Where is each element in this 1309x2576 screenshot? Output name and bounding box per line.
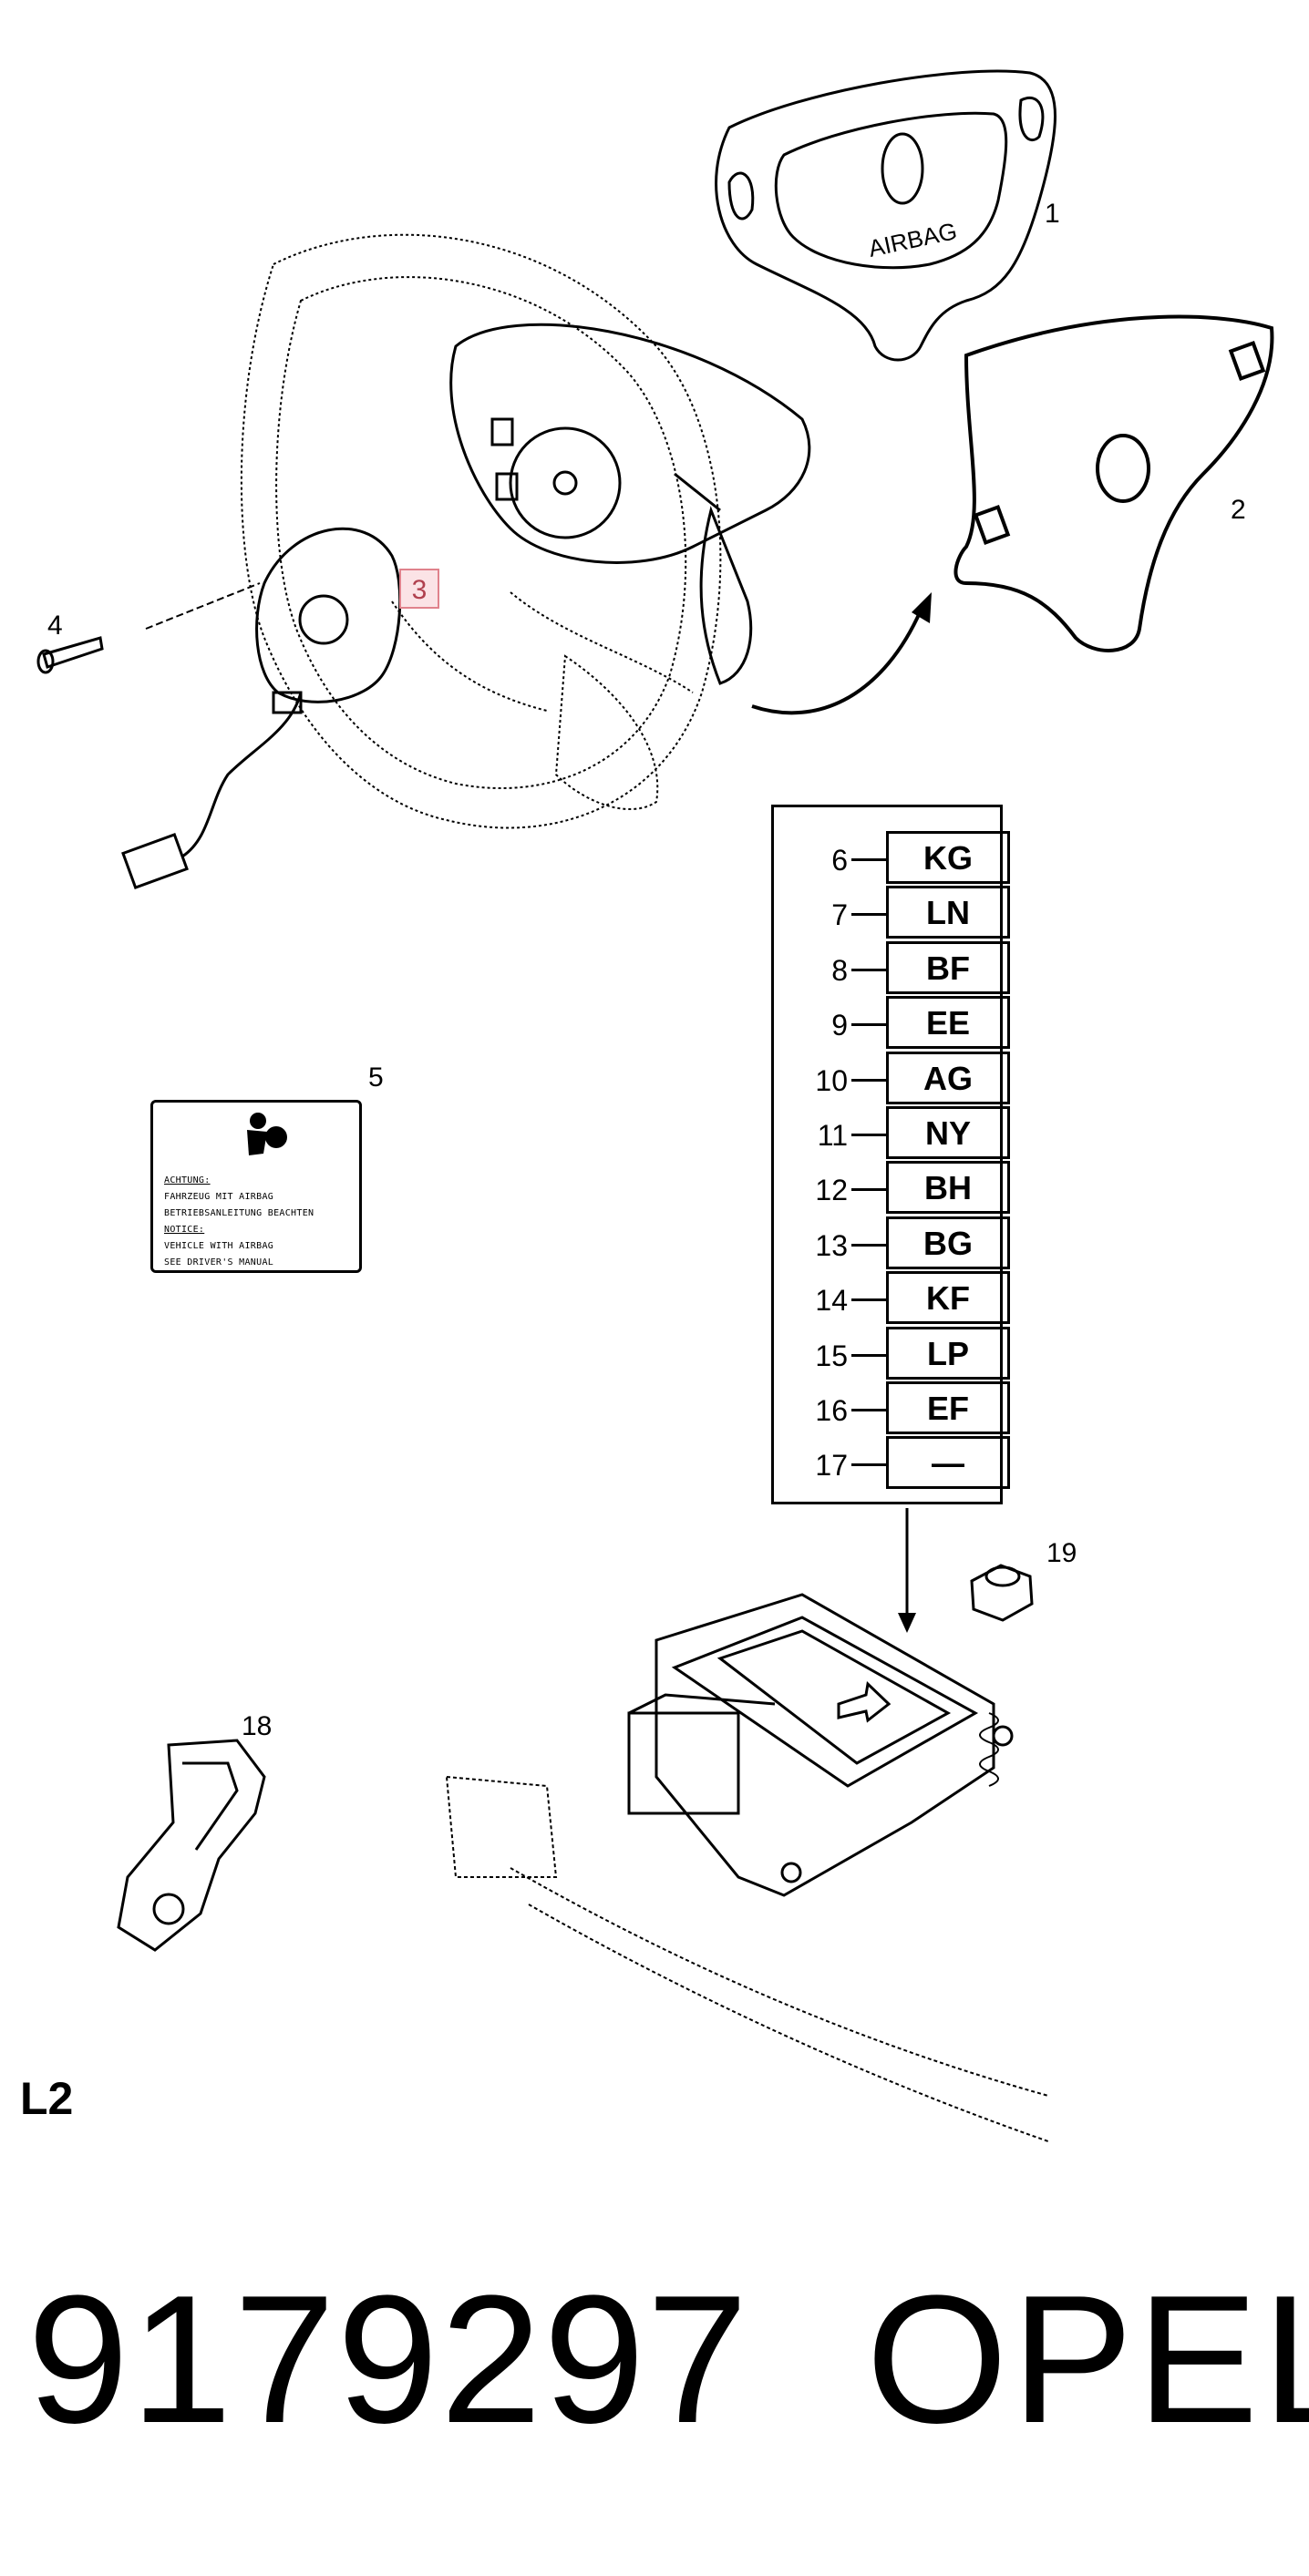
code-row-leader xyxy=(851,1134,888,1136)
label-line-3: BETRIEBSANLEITUNG BEACHTEN xyxy=(164,1208,314,1218)
wiring-harness xyxy=(445,1775,1049,2142)
code-row-code: AG xyxy=(886,1051,1010,1104)
code-row-leader xyxy=(851,968,888,971)
code-table-row: 9 EE xyxy=(771,996,1010,1050)
callout-3[interactable]: 3 xyxy=(399,569,439,609)
code-row-number: 10 xyxy=(815,1063,848,1097)
code-row-leader xyxy=(851,1188,888,1192)
code-table-row: 14 KF xyxy=(771,1271,1010,1325)
steering-wheel xyxy=(240,233,722,829)
code-row-code: EF xyxy=(886,1381,1010,1434)
airbag-text: AIRBAG xyxy=(866,217,959,262)
code-table-row: 12 BH xyxy=(771,1161,1010,1215)
airbag-warning-icon xyxy=(247,1113,287,1155)
airbag-control-unit xyxy=(627,1593,1014,1897)
callout-2: 2 xyxy=(1231,495,1246,525)
page-code: L2 xyxy=(20,2073,74,2124)
brand-name: OPEL xyxy=(866,2258,1309,2461)
clock-spring xyxy=(121,527,402,889)
code-row-code: BG xyxy=(886,1216,1010,1269)
code-row-leader xyxy=(851,1409,888,1411)
warning-label: ACHTUNG: FAHRZEUG MIT AIRBAG BETRIEBSANL… xyxy=(150,1100,362,1273)
code-row-leader xyxy=(851,1023,888,1027)
code-table-row: 6 KG xyxy=(771,831,1010,884)
code-row-code: KF xyxy=(886,1271,1010,1325)
bracket xyxy=(117,1739,266,1952)
code-row-number: 9 xyxy=(831,1009,848,1042)
code-row-number: 8 xyxy=(831,953,848,987)
code-row-leader xyxy=(851,1298,888,1302)
code-row-number: 14 xyxy=(815,1284,848,1318)
code-row-leader xyxy=(851,858,888,861)
screw xyxy=(36,636,104,674)
code-row-leader xyxy=(851,1463,888,1467)
code-row-number: 12 xyxy=(815,1174,848,1207)
code-row-number: 7 xyxy=(831,898,848,932)
code-row-number: 15 xyxy=(815,1339,848,1372)
nut xyxy=(970,1564,1034,1622)
label-line-4: NOTICE: xyxy=(164,1225,205,1235)
code-table-row: 17 — xyxy=(771,1436,1010,1490)
code-row-code: BF xyxy=(886,940,1010,994)
code-row-leader xyxy=(851,1243,888,1247)
code-row-number: 6 xyxy=(831,844,848,877)
code-row-number: 13 xyxy=(815,1228,848,1262)
code-row-code: LN xyxy=(886,886,1010,939)
code-table-row: 11 NY xyxy=(771,1106,1010,1159)
part-number: 9179297 xyxy=(27,2258,750,2461)
code-table-row: 8 BF xyxy=(771,940,1010,994)
code-table-row: 10 AG xyxy=(771,1051,1010,1104)
code-table-row: 16 EF xyxy=(771,1381,1010,1434)
code-table-row: 7 LN xyxy=(771,886,1010,939)
callout-1: 1 xyxy=(1045,199,1060,229)
steering-hub xyxy=(449,323,811,685)
code-row-leader xyxy=(851,1353,888,1357)
spring xyxy=(979,1712,999,1787)
callout-5: 5 xyxy=(368,1062,384,1093)
code-row-number: 17 xyxy=(815,1449,848,1483)
code-table-row: 15 LP xyxy=(771,1326,1010,1380)
label-line-5: VEHICLE WITH AIRBAG xyxy=(164,1241,274,1251)
code-row-code: KG xyxy=(886,831,1010,884)
code-row-leader xyxy=(851,913,888,917)
label-line-2: FAHRZEUG MIT AIRBAG xyxy=(164,1192,274,1202)
callout-19: 19 xyxy=(1046,1538,1077,1568)
code-row-code: LP xyxy=(886,1326,1010,1380)
code-row-code: EE xyxy=(886,996,1010,1050)
callout-4: 4 xyxy=(47,611,63,641)
code-row-code: NY xyxy=(886,1106,1010,1159)
assembly-arrow xyxy=(751,610,922,715)
cover-plate xyxy=(953,314,1274,652)
callout-18: 18 xyxy=(242,1711,273,1741)
code-row-number: 16 xyxy=(815,1394,848,1427)
airbag-module xyxy=(715,69,1056,362)
code-row-number: 11 xyxy=(817,1119,848,1152)
label-line-1: ACHTUNG: xyxy=(164,1175,211,1185)
code-table xyxy=(771,805,1003,1504)
code-table-row: 13 BG xyxy=(771,1216,1010,1269)
label-line-6: SEE DRIVER'S MANUAL xyxy=(164,1257,274,1267)
code-row-code: BH xyxy=(886,1161,1010,1215)
code-row-code: — xyxy=(886,1436,1010,1490)
code-row-leader xyxy=(851,1078,888,1082)
